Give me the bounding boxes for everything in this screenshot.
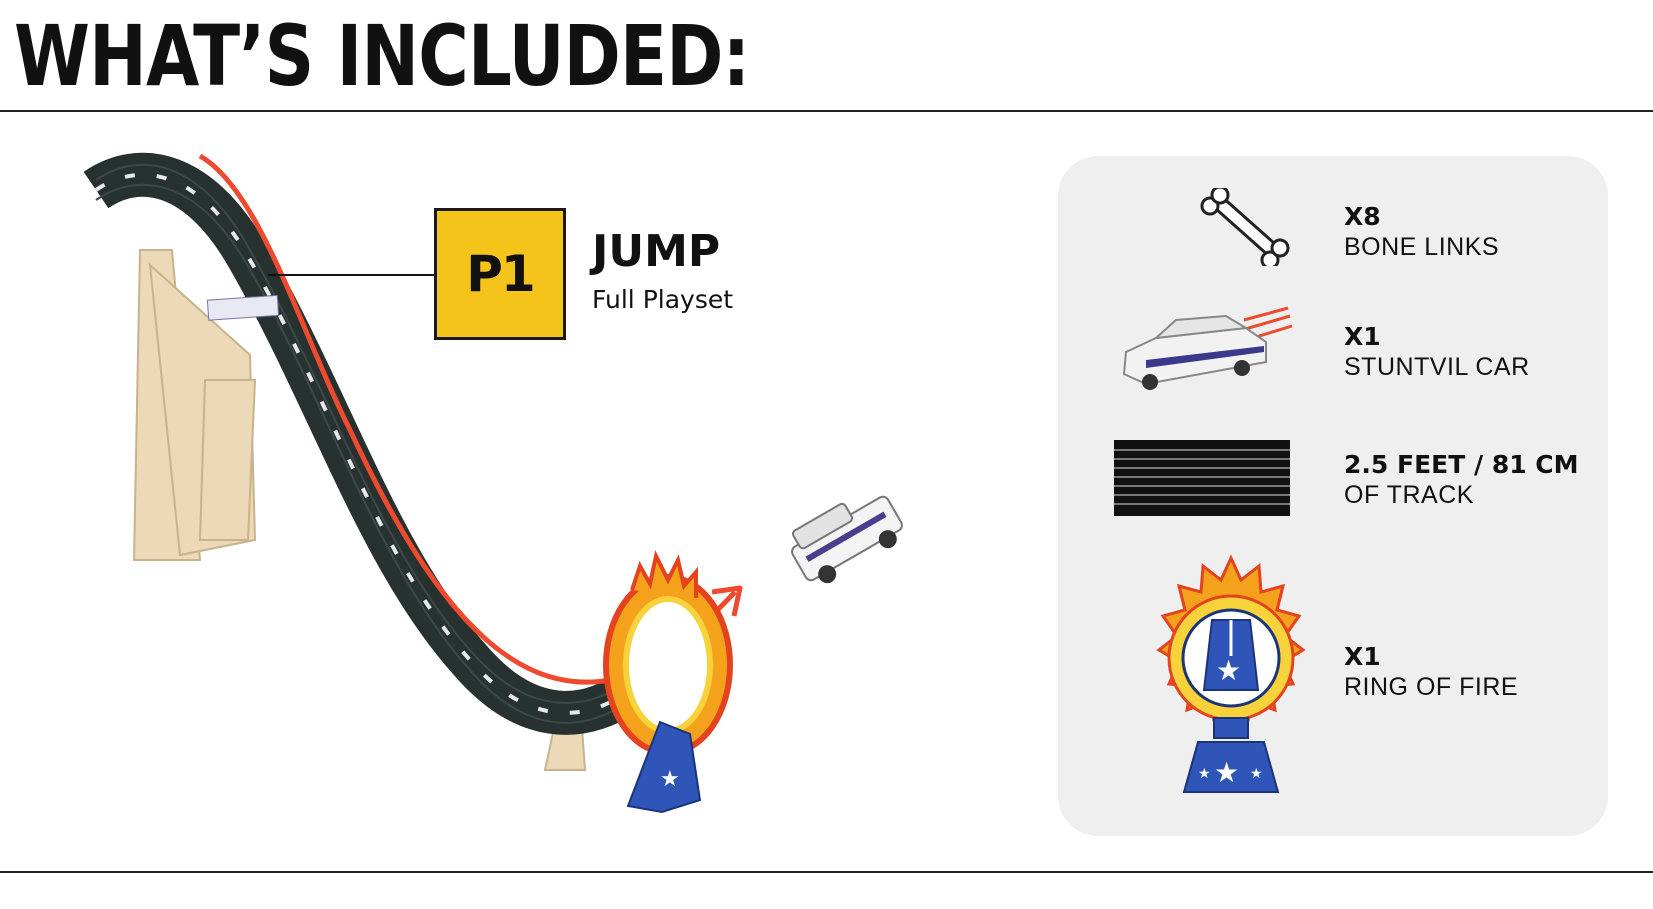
item-label: OF TRACK (1344, 481, 1474, 509)
item-bone-links: X8 BONE LINKS (1344, 202, 1499, 262)
svg-text:★: ★ (1250, 766, 1263, 782)
wooden-stand (132, 249, 587, 771)
header-divider (0, 110, 1653, 112)
flying-stunt-car (791, 495, 903, 584)
item-label: RING OF FIRE (1344, 673, 1519, 701)
item-label: STUNTVIL CAR (1344, 353, 1530, 381)
ring-of-fire-icon: ★ ★ ★ ★ (1156, 554, 1306, 793)
footer-divider (0, 871, 1653, 873)
svg-text:★: ★ (1198, 766, 1211, 782)
track-banner (206, 294, 280, 321)
svg-text:★: ★ (660, 767, 680, 792)
ring-of-fire-prop: ★ (603, 550, 733, 814)
item-track: 2.5 FEET / 81 CM OF TRACK (1344, 450, 1579, 510)
item-qty: 2.5 FEET / 81 CM (1344, 450, 1579, 479)
playset-name: JUMP (592, 226, 721, 277)
track-piece-icon (1114, 440, 1290, 516)
item-ring-of-fire: X1 RING OF FIRE (1344, 642, 1518, 702)
item-qty: X1 (1344, 322, 1381, 351)
item-label: BONE LINKS (1344, 233, 1500, 261)
playset-badge: P1 (434, 208, 566, 340)
svg-text:★: ★ (1214, 756, 1239, 789)
item-stunt-car: X1 STUNTVIL CAR (1344, 322, 1530, 382)
item-qty: X1 (1344, 642, 1381, 671)
bone-link-icon (1200, 188, 1290, 266)
playset-subtitle: Full Playset (592, 285, 734, 314)
stunt-car-icon (1122, 306, 1293, 390)
item-qty: X8 (1344, 202, 1381, 231)
page-title: WHAT’S INCLUDED: (14, 7, 750, 105)
jump-playset-illustration: ★ (83, 152, 903, 814)
svg-text:★: ★ (1216, 654, 1241, 687)
